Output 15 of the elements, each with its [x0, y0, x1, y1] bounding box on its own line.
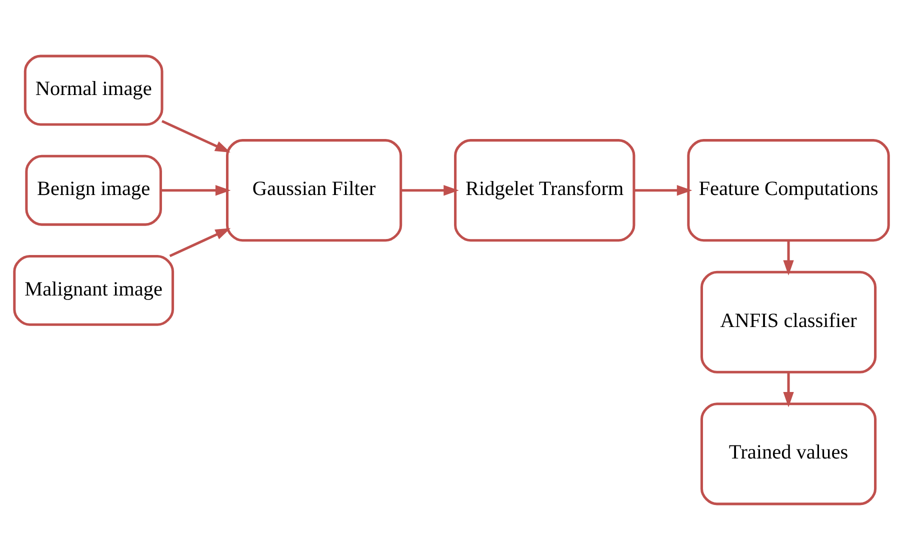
arrow	[160, 119, 230, 152]
node-box: ANFIS classifier	[700, 270, 876, 373]
arrow	[782, 240, 794, 276]
node-box: Gaussian Filter	[225, 138, 402, 242]
node-box: Feature Computations	[686, 138, 890, 242]
node-box: Benign image	[24, 154, 162, 226]
node-box: Malignant image	[12, 254, 174, 326]
arrow	[782, 372, 794, 407]
arrow	[400, 184, 458, 196]
arrow	[160, 184, 230, 196]
node-box: Trained values	[700, 402, 876, 505]
arrow	[168, 228, 230, 257]
node-box: Ridgelet Transform	[454, 138, 635, 242]
node-box: Normal image	[23, 54, 163, 126]
arrow	[634, 184, 692, 196]
